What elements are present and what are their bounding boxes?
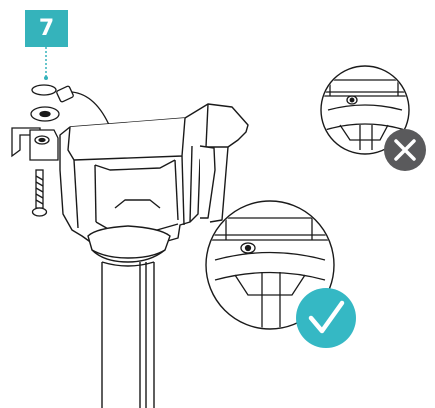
detail-panel-incorrect <box>320 65 410 155</box>
clip-bracket <box>11 127 59 161</box>
step-badge-background <box>25 10 68 47</box>
leader-line <box>44 47 48 80</box>
mount-bracket <box>59 103 249 247</box>
washer-large <box>30 106 60 122</box>
check-icon <box>296 288 356 348</box>
step-badge <box>25 10 68 47</box>
screw <box>31 169 48 217</box>
pole-collar <box>87 225 171 263</box>
pole <box>101 261 155 408</box>
detail-panel-correct <box>205 200 335 330</box>
step-number: 7 <box>38 16 55 41</box>
x-icon <box>384 129 426 171</box>
washer-small <box>31 84 57 96</box>
